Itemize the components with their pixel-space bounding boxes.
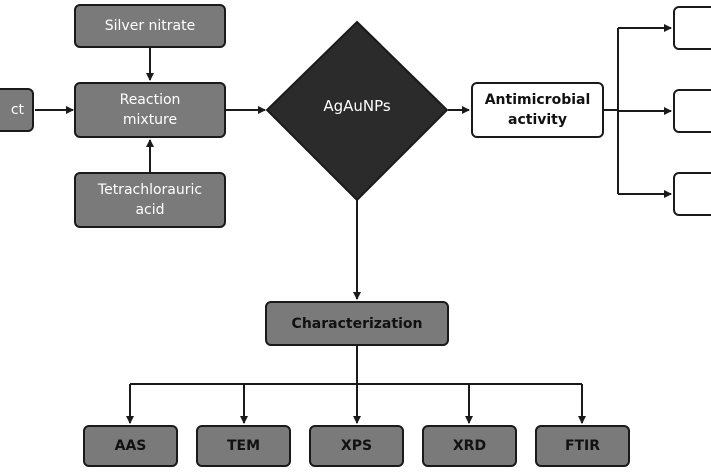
technique-box-ftir: FTIR [535,425,630,467]
technique-box-xps: XPS [309,425,404,467]
tetrachlorauric-line2: acid [135,202,165,218]
characterization-box: Characterization [265,301,449,346]
technique-box-xrd: XRD [422,425,517,467]
antimicrobial-line1: Antimicrobial [484,92,591,108]
characterization-label: Characterization [291,315,423,332]
technique-box-tem: TEM [196,425,291,467]
reaction-mixture-line2: mixture [122,112,178,128]
technique-box-aas: AAS [83,425,178,467]
outcome-box-top [673,6,711,50]
technique-label-aas: AAS [114,438,147,454]
silver-nitrate-label: Silver nitrate [104,18,196,34]
outcome-box-middle [673,89,711,133]
technique-label-xps: XPS [340,438,373,454]
technique-label-xrd: XRD [452,438,487,454]
silver-nitrate-box: Silver nitrate [74,4,226,48]
antimicrobial-activity-box: Antimicrobial activity [471,82,604,138]
extract-box: ct [0,88,34,132]
tetrachlorauric-acid-box: Tetrachlorauric acid [74,172,226,228]
technique-label-ftir: FTIR [564,438,601,454]
agaunps-label: AgAuNPs [323,97,391,115]
reaction-mixture-box: Reaction mixture [74,82,226,138]
technique-label-tem: TEM [226,438,261,454]
extract-label: ct [10,102,24,118]
outcome-box-bottom [673,172,711,216]
tetrachlorauric-line1: Tetrachlorauric [97,182,203,198]
antimicrobial-line2: activity [508,112,567,128]
reaction-mixture-line1: Reaction [119,92,181,108]
